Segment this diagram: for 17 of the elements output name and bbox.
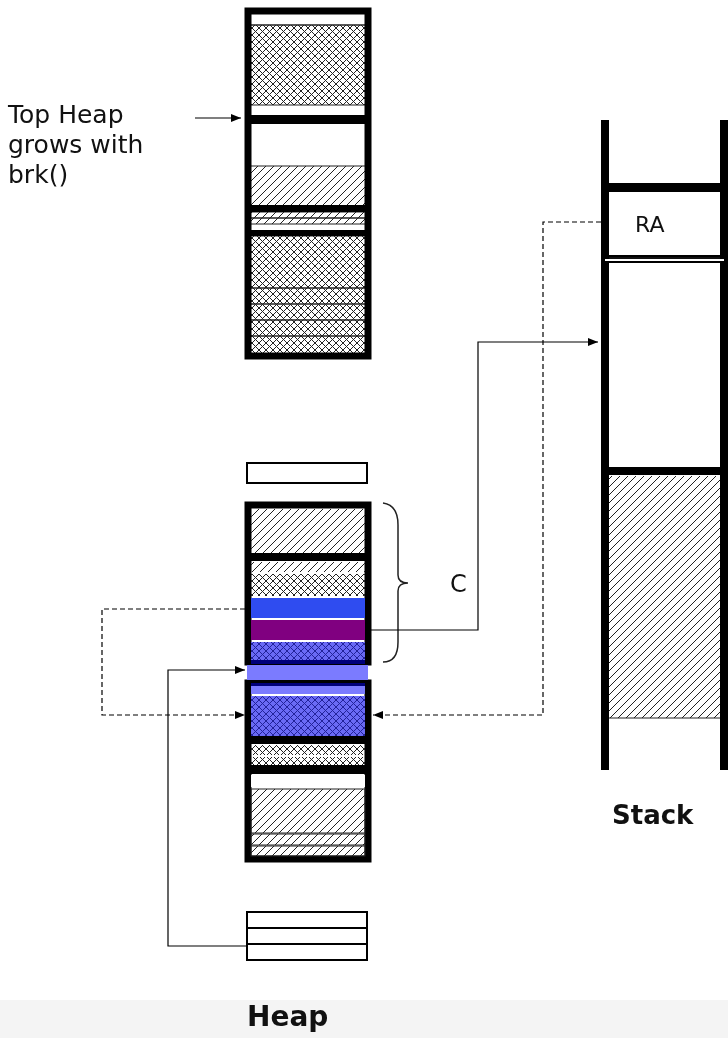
memory-block	[246, 911, 368, 961]
arrow	[167, 666, 247, 947]
note-text: Top Heap grows with brk()	[8, 100, 158, 190]
stack-label: Stack	[612, 800, 695, 832]
arrow	[101, 608, 246, 719]
memory-block	[251, 696, 365, 736]
heap-label: Heap	[247, 1000, 330, 1034]
arrow	[194, 114, 242, 122]
arrow	[372, 221, 602, 719]
memory-block	[251, 620, 365, 640]
heap-block	[244, 7, 372, 360]
stack-slot: RA	[611, 194, 718, 256]
arrow	[370, 338, 599, 631]
memory-block	[251, 598, 365, 618]
memory-block	[247, 665, 368, 680]
brace-label: C	[450, 570, 468, 599]
memory-block	[246, 462, 368, 484]
